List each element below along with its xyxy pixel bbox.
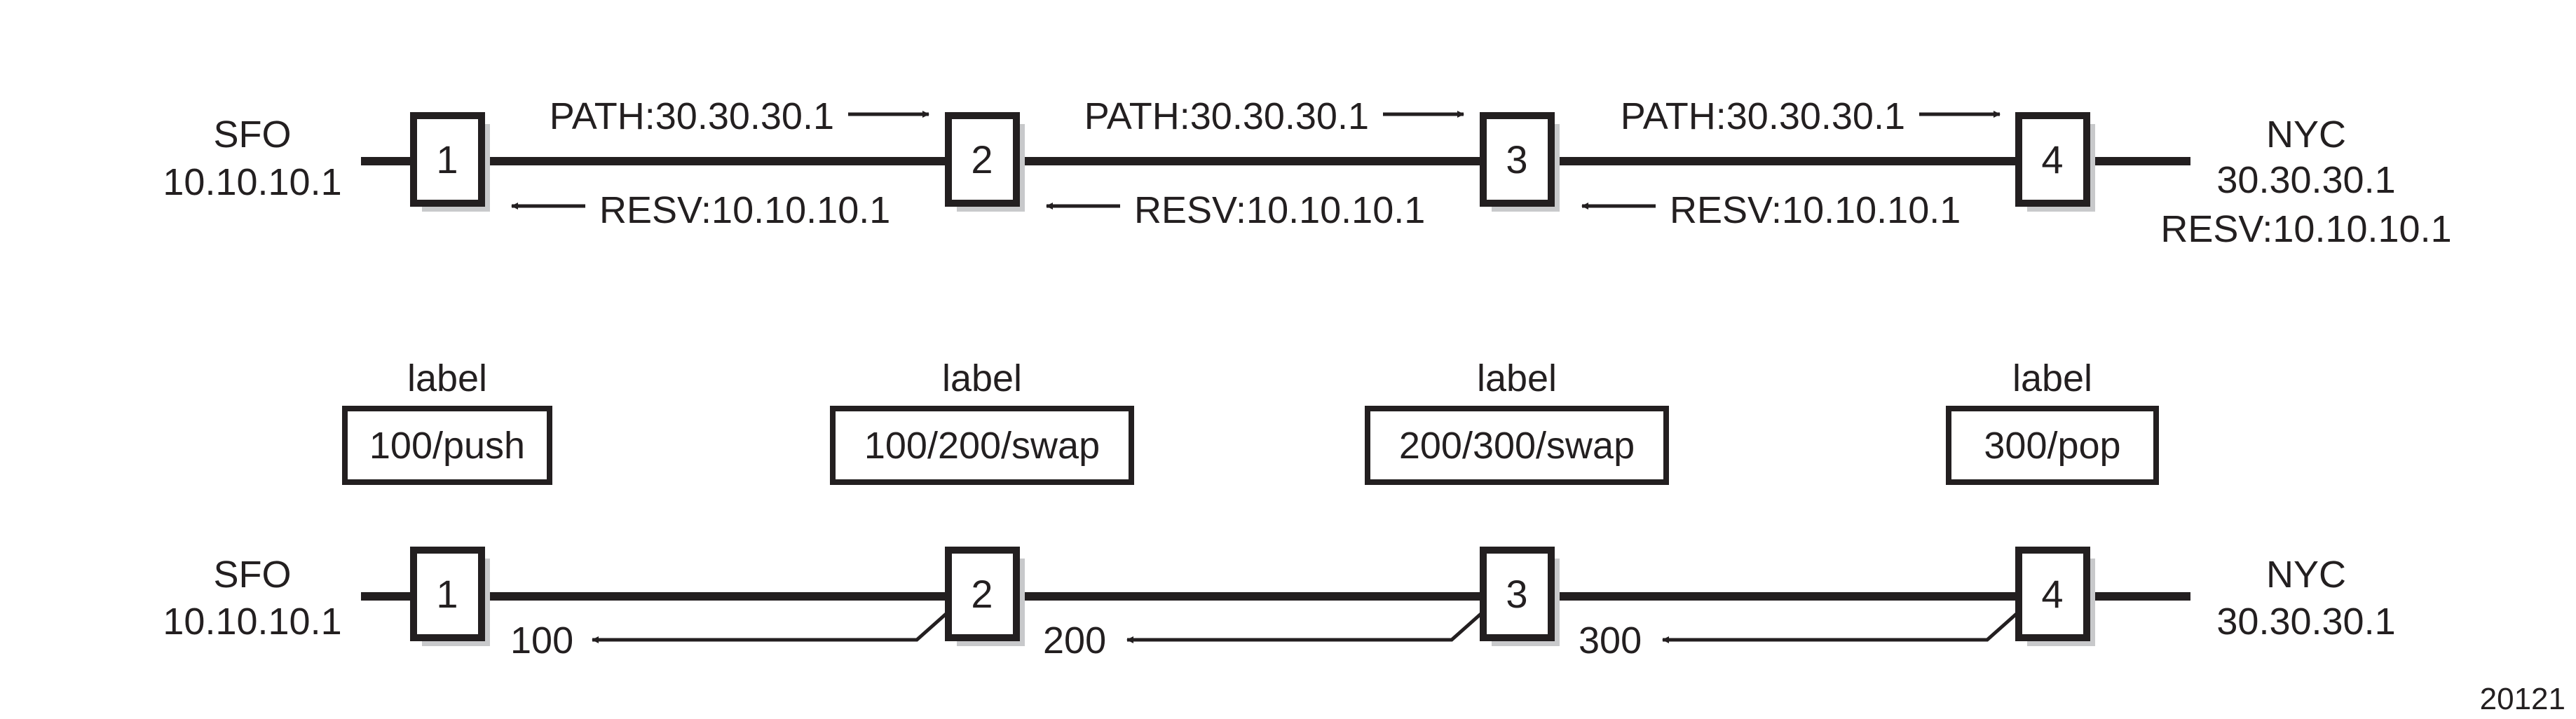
arrow-left-icon (592, 610, 950, 643)
label-value: 200/300/swap (1399, 425, 1635, 467)
router-number: 2 (971, 572, 993, 616)
bottom-router-4: 4 (2015, 547, 2095, 646)
bottom-router-1: 1 (410, 547, 490, 646)
label-value: 100/200/swap (864, 425, 1100, 467)
forward-label-value: 300 (1579, 619, 1642, 662)
router-box (1480, 547, 1555, 641)
path-message-3: PATH:30.30.30.1 (1621, 95, 2001, 137)
top-nyc-resv: RESV:10.10.10.1 (2160, 208, 2451, 250)
resv-message-2: RESV:10.10.10.1 (1046, 189, 1425, 231)
label-box (830, 406, 1134, 485)
label-operations: label 100/push label 100/200/swap label … (342, 357, 2159, 485)
figure-id: 20121 (2480, 682, 2565, 716)
router-number: 3 (1506, 572, 1527, 616)
forward-label-2: 200 (1043, 610, 1485, 662)
path-message-label: PATH:30.30.30.1 (550, 95, 834, 137)
label-box (1365, 406, 1669, 485)
bottom-sfo-ip: 10.10.10.1 (163, 601, 341, 643)
router-number: 1 (436, 137, 458, 182)
label-title: label (407, 357, 487, 399)
router-number: 4 (2041, 137, 2063, 182)
top-nyc-ip: 30.30.30.1 (2216, 159, 2395, 201)
label-op-2: label 100/200/swap (830, 357, 1134, 485)
label-op-3: label 200/300/swap (1365, 357, 1669, 485)
resv-message-label: RESV:10.10.10.1 (599, 189, 890, 231)
router-box (410, 112, 485, 207)
top-nyc-name: NYC (2266, 114, 2346, 156)
forward-label-value: 200 (1043, 619, 1106, 662)
label-box (1946, 406, 2159, 485)
router-number: 1 (436, 572, 458, 616)
router-number: 2 (971, 137, 993, 182)
bottom-nyc-name: NYC (2266, 554, 2346, 596)
label-value: 300/pop (1984, 425, 2120, 467)
router-box (2015, 547, 2090, 641)
bottom-nyc-ip: 30.30.30.1 (2216, 601, 2395, 643)
router-box (1480, 112, 1555, 207)
arrow-left-icon (1662, 610, 2020, 643)
resv-message-label: RESV:10.10.10.1 (1134, 189, 1425, 231)
label-box (342, 406, 552, 485)
path-message-label: PATH:30.30.30.1 (1084, 95, 1369, 137)
top-router-1: 1 (410, 112, 490, 212)
bottom-sfo-name: SFO (213, 554, 291, 596)
bottom-section: SFO 10.10.10.1 NYC 30.30.30.1 100 200 30… (163, 547, 2396, 662)
top-sfo-ip: 10.10.10.1 (163, 161, 341, 203)
path-message-label: PATH:30.30.30.1 (1621, 95, 1905, 137)
router-box (945, 547, 1020, 641)
forward-label-value: 100 (510, 619, 573, 662)
label-op-1: label 100/push (342, 357, 552, 485)
router-number: 4 (2041, 572, 2063, 616)
path-message-2: PATH:30.30.30.1 (1084, 95, 1464, 137)
router-number: 3 (1506, 137, 1527, 182)
router-box (410, 547, 485, 641)
label-op-4: label 300/pop (1946, 357, 2159, 485)
top-sfo-name: SFO (213, 114, 291, 156)
router-box (2015, 112, 2090, 207)
arrow-left-icon (1126, 610, 1485, 643)
label-value: 100/push (369, 425, 525, 467)
top-router-4: 4 (2015, 112, 2095, 212)
label-title: label (2012, 357, 2092, 399)
bottom-router-2: 2 (945, 547, 1025, 646)
top-router-2: 2 (945, 112, 1025, 212)
path-message-1: PATH:30.30.30.1 (550, 95, 929, 137)
resv-message-1: RESV:10.10.10.1 (511, 189, 890, 231)
top-router-3: 3 (1480, 112, 1560, 212)
forward-label-3: 300 (1579, 610, 2020, 662)
label-title: label (942, 357, 1022, 399)
forward-label-1: 100 (510, 610, 950, 662)
top-section: SFO 10.10.10.1 NYC 30.30.30.1 RESV:10.10… (163, 95, 2451, 250)
bottom-router-3: 3 (1480, 547, 1560, 646)
resv-message-label: RESV:10.10.10.1 (1670, 189, 1961, 231)
label-title: label (1477, 357, 1557, 399)
resv-message-3: RESV:10.10.10.1 (1581, 189, 1961, 231)
router-box (945, 112, 1020, 207)
